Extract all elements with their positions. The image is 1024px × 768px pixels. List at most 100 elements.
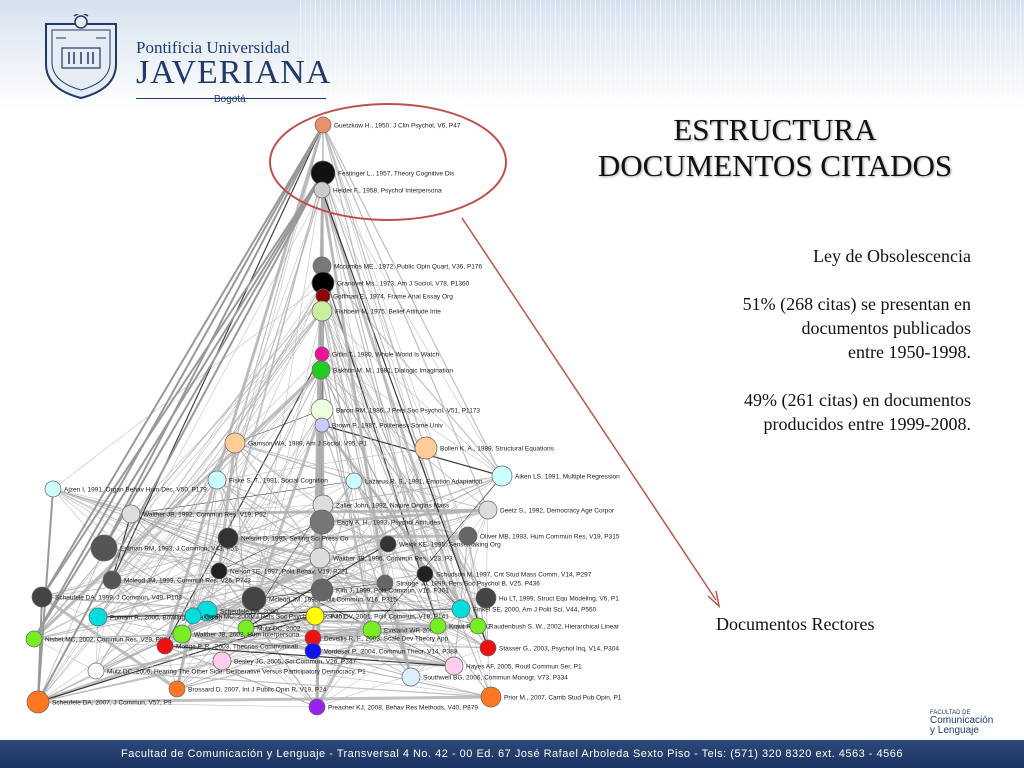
graph-node-label: Kim J, 1999, Polit Commun, V16, P361	[336, 588, 449, 595]
graph-edge	[384, 582, 455, 667]
footer-bar: Facultad de Comunicación y Lenguaje - Tr…	[0, 740, 1024, 768]
graph-node: Walther JB, 2002, Hum Interpersona	[172, 624, 300, 644]
graph-edge-major	[41, 172, 324, 598]
graph-node-label: Scheufele DA, 2007, J Commun, V57, P9	[52, 700, 172, 707]
graph-edge-major	[33, 124, 324, 640]
graph-edge	[322, 124, 489, 649]
graph-node-label: Ajzen I, 1991, Organ Behav Hum Dec, V50,…	[64, 487, 207, 494]
graph-edge	[312, 650, 455, 667]
graph-edge	[33, 598, 255, 640]
annotation-arrow	[461, 217, 717, 601]
graph-node: Brown P., 1987, Politeness Some Univ	[314, 417, 444, 433]
graph-node-circle	[414, 436, 438, 460]
graph-edge	[95, 521, 323, 672]
graph-node-circle	[207, 470, 227, 490]
graph-edge	[206, 610, 314, 639]
graph-edge	[192, 615, 412, 678]
graph-node: Schudson M, 1997, Crit Stud Mass Comm, V…	[416, 565, 592, 583]
graph-node-circle	[310, 578, 334, 602]
graph-node-circle	[362, 620, 382, 640]
faculty-logo-small: FACULTAD DE	[930, 710, 971, 716]
graph-edge	[103, 547, 386, 584]
graph-node: Raudenbush S. W., 2002, Hierarchical Lin…	[469, 617, 620, 635]
graph-node-circle	[224, 432, 246, 454]
graph-node-circle	[314, 346, 330, 362]
graph-node-label: Southwell BG, 2006, Commun Monogr, V73, …	[423, 675, 568, 682]
graph-node-circle	[345, 472, 363, 490]
graph-node-circle	[184, 607, 202, 625]
graph-node-label: Brown P., 1987, Politeness Some Univ	[332, 423, 444, 430]
graph-edge	[312, 447, 427, 639]
graph-node-circle	[479, 639, 497, 657]
graph-edge	[321, 189, 489, 649]
graph-edge	[111, 579, 166, 647]
graph-node: Mcleod JM, 1999, Polit Commun, V16, P315	[241, 586, 397, 612]
graph-edge	[319, 557, 489, 649]
graph-edge	[221, 660, 492, 698]
graph-edge	[322, 295, 373, 631]
graph-edge	[37, 547, 105, 703]
graph-node: Heider F., 1958, Psychol Interpersona	[313, 181, 442, 199]
graph-edge	[321, 353, 487, 599]
graph-edge	[176, 625, 439, 690]
graph-edge	[41, 537, 229, 598]
graph-node: Southwell BG, 2006, Commun Monogr, V73, …	[401, 667, 568, 687]
university-name-line2: JAVERIANA	[136, 54, 332, 91]
graph-edge	[221, 660, 455, 667]
graph-edge	[410, 625, 479, 678]
graph-node-circle	[121, 504, 141, 524]
graph-node-circle	[212, 651, 232, 671]
graph-edge	[130, 513, 389, 545]
graph-edge	[316, 475, 503, 708]
graph-edge	[164, 282, 324, 647]
graph-node-label: Festinger L., 1957, Theory Cognitive Dis	[338, 171, 455, 178]
graph-node-circle	[311, 300, 333, 322]
graph-edge	[111, 579, 316, 617]
graph-node: Prior M., 2007, Camb Stud Pub Opin, P1	[480, 686, 622, 708]
graph-edge	[227, 537, 386, 584]
graph-node: Nelson D, 1995, Selling Sci Press Co	[217, 527, 349, 549]
graph-edge	[164, 509, 489, 647]
graph-node: Lazarus R. S., 1991, Emotion Adaptation	[345, 472, 483, 490]
graph-edge	[52, 488, 462, 610]
graph-node-circle	[311, 360, 331, 380]
graph-edge	[322, 124, 489, 511]
graph-edge	[97, 310, 323, 618]
graph-edge	[424, 573, 487, 599]
graph-edge	[227, 504, 324, 539]
graph-node: Ajzen I, 1991, Organ Behav Hum Dec, V50,…	[44, 480, 207, 498]
graph-edge	[164, 353, 323, 647]
graph-edge	[320, 189, 387, 584]
graph-edge	[227, 534, 469, 540]
graph-edge	[192, 479, 218, 617]
graph-edge	[321, 521, 439, 627]
graph-node-label: Preacher KJ, 2008, Behav Res Methods, V4…	[328, 705, 478, 712]
graph-edge	[437, 509, 489, 627]
slide-title: ESTRUCTURA DOCUMENTOS CITADOS	[540, 112, 1010, 184]
graph-edge	[234, 442, 355, 482]
graph-node-label: Entman RM, 1993, J Commun, V43, P51	[120, 546, 238, 553]
graph-node-label: Scheufele DA, 2000	[220, 609, 278, 616]
graph-edge	[33, 638, 489, 649]
graph-edge	[218, 570, 318, 708]
graph-node-circle	[314, 417, 330, 433]
title-line1: ESTRUCTURA	[673, 112, 877, 147]
graph-edge-major	[103, 124, 324, 549]
graph-edge	[253, 573, 426, 600]
graph-node-circle	[444, 656, 464, 676]
graph-edge	[176, 409, 323, 690]
graph-edge-major	[103, 172, 324, 549]
graph-edge	[322, 172, 412, 678]
graph-node-circle	[168, 680, 186, 698]
graph-node-circle	[491, 465, 513, 487]
graph-edge	[164, 597, 487, 647]
text-p1-line2: documentos publicados	[801, 318, 971, 338]
graph-node: Preacher KJ, 2008, Behav Res Methods, V4…	[308, 698, 478, 716]
graph-node-circle	[172, 624, 192, 644]
graph-edge	[322, 124, 503, 477]
graph-node-circle	[314, 116, 332, 134]
graph-edge	[253, 310, 323, 600]
text-p2-line2: producidos entre 1999-2008.	[763, 414, 971, 434]
graph-node-label: Mutz DC, 2002	[257, 626, 301, 633]
graph-node-label: Hayes AF, 2005, Routl Commun Ser, P1	[466, 664, 582, 671]
